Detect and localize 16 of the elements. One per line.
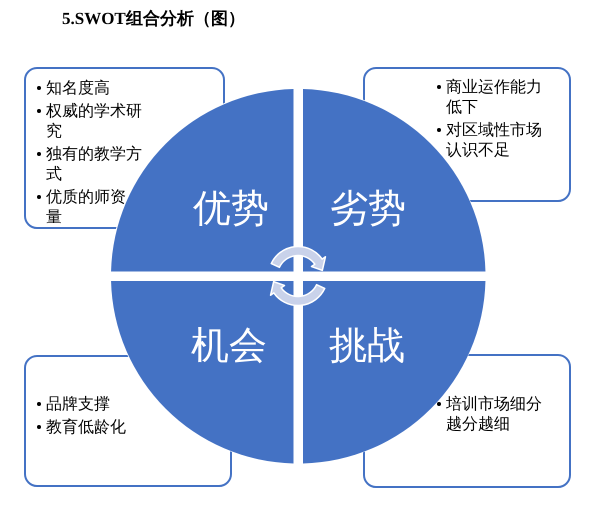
quadrant-label: 劣势 (330, 187, 406, 229)
bullet-text: 商业运作能力低下 (446, 77, 543, 117)
circle-quadrant (111, 280, 294, 463)
bullet-text: 对区域性市场认识不足 (446, 120, 543, 160)
bullet-text: 教育低龄化 (46, 417, 126, 437)
bullet-text: 独有的教学方式 (46, 144, 143, 184)
circle-quadrant (111, 89, 294, 272)
diagram-title: 5.SWOT组合分析（图） (62, 8, 245, 30)
bullet-text: 优质的师资量 (46, 187, 127, 227)
bullet-text: 权威的学术研究 (46, 101, 143, 141)
bullet-text: 品牌支撑 (46, 394, 110, 414)
quadrant-label: 优势 (193, 187, 269, 229)
quadrant-label: 挑战 (329, 324, 405, 366)
bullet-text: 知名度高 (46, 78, 110, 98)
quadrant-label: 机会 (191, 324, 267, 366)
bullet-text: 培训市场细分越分越细 (446, 394, 543, 434)
